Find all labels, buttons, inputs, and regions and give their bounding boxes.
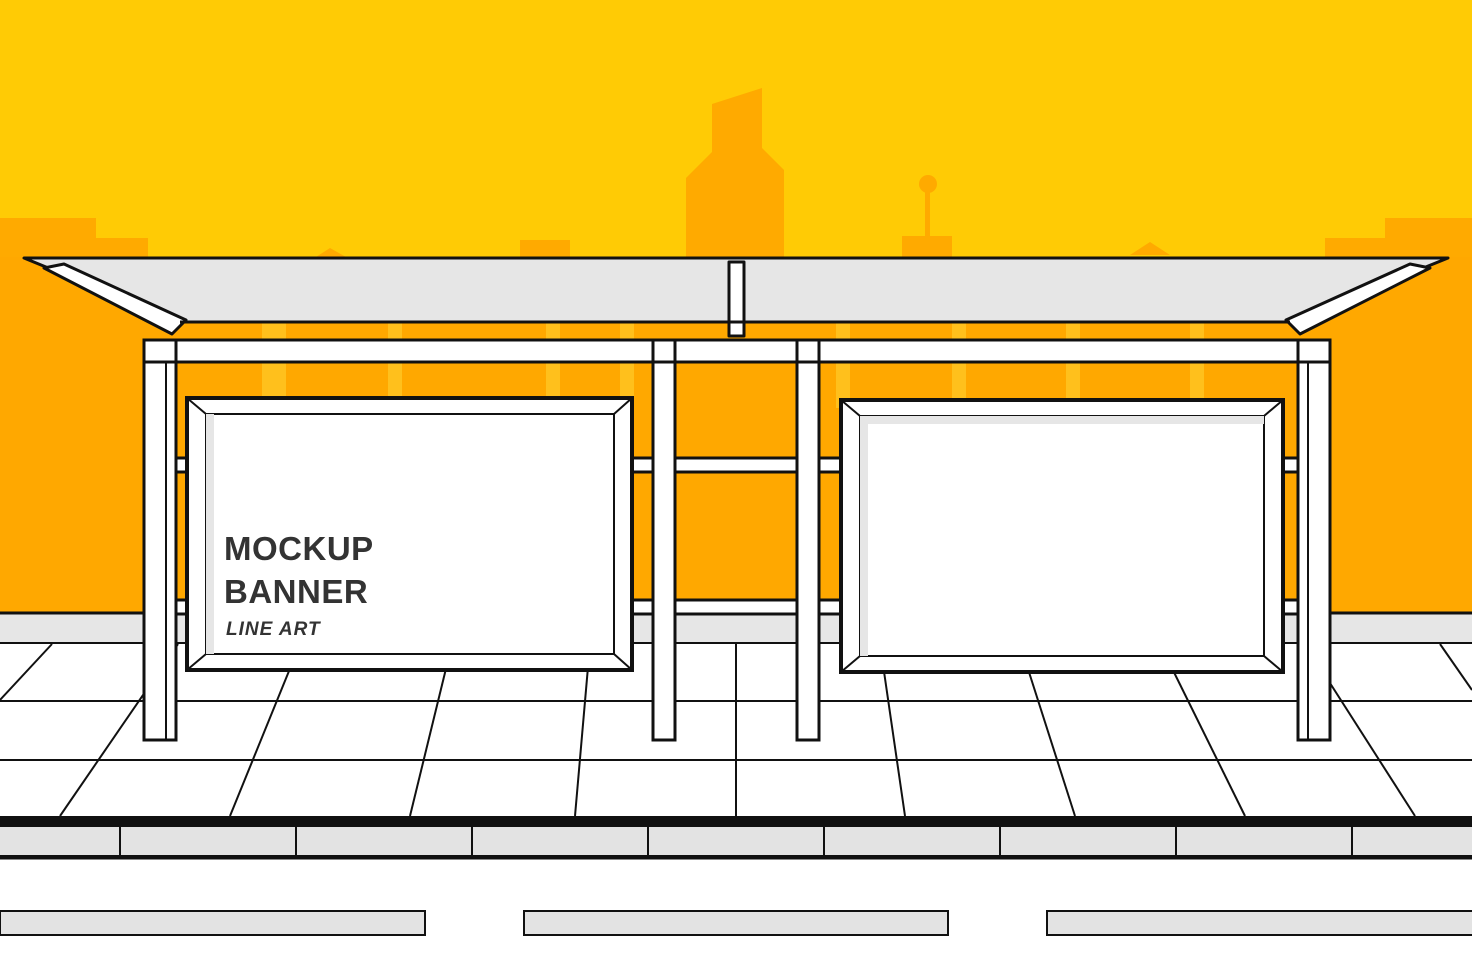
banner-subtitle: LINE ART: [226, 619, 321, 640]
lane-marking: [523, 910, 949, 936]
lane-marking: [0, 910, 426, 936]
road: [0, 856, 1472, 980]
right-billboard: [839, 398, 1285, 674]
curb: [0, 825, 1472, 859]
lane-marking: [1046, 910, 1472, 936]
banner-title-line2: BANNER: [224, 573, 368, 610]
left-billboard: MOCKUP BANNER LINE ART: [185, 396, 634, 672]
shelter-roof: [22, 256, 1450, 338]
banner-title-line1: MOCKUP: [224, 530, 374, 567]
